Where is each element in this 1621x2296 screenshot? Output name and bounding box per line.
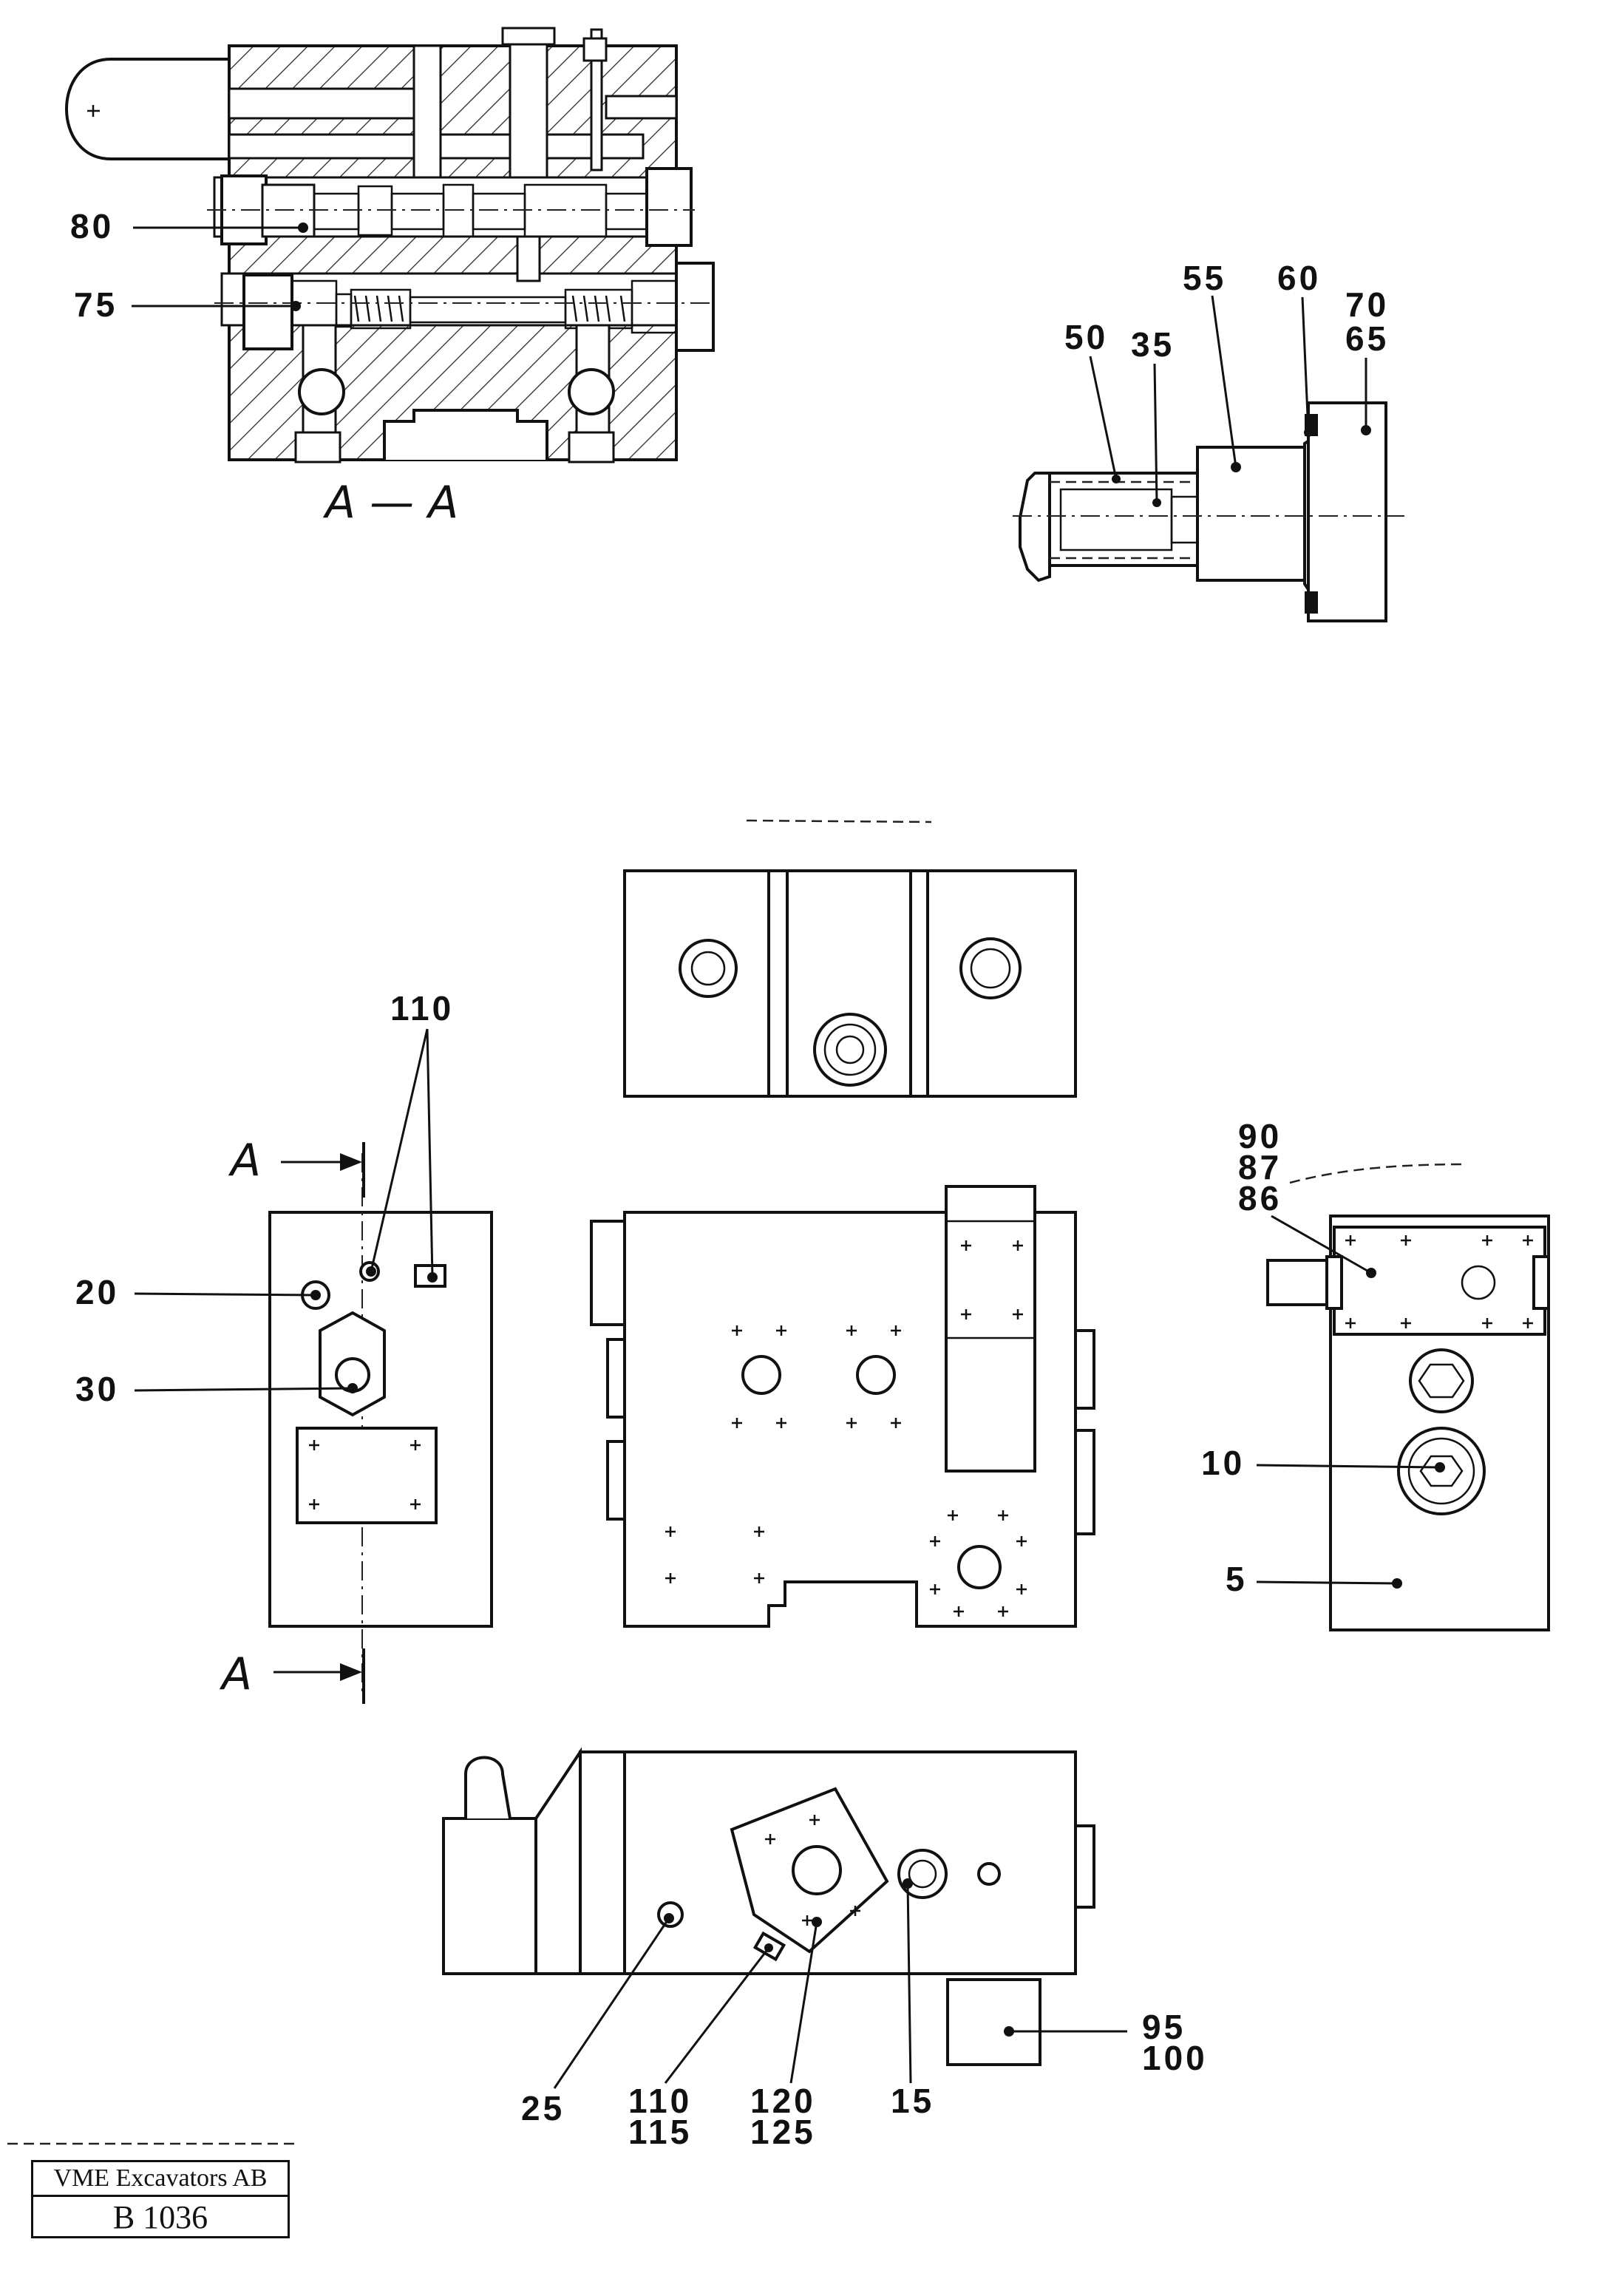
callout-10-label: 10 [1201, 1444, 1245, 1482]
callout-95-label: 95 [1142, 2008, 1186, 2046]
callout-90-label: 90 [1238, 1117, 1282, 1155]
callout-20-label: 20 [75, 1273, 119, 1311]
section-label: A — A [322, 477, 458, 529]
callout-30: 30 [75, 1370, 358, 1408]
callout-60-label: 60 [1277, 259, 1321, 297]
callout-5: 5 [1226, 1560, 1402, 1598]
callout-65-label: 65 [1345, 319, 1389, 358]
callout-100-label: 100 [1142, 2039, 1208, 2077]
callout-70-65: 70 65 [1345, 285, 1389, 435]
callout-110-top-label: 110 [390, 989, 454, 1028]
company-name: VME Excavators AB [33, 2162, 288, 2197]
drawing-number: B 1036 [112, 2199, 208, 2235]
left-side-view: A A [219, 1135, 493, 1704]
section-view-a-a: A — A [65, 27, 715, 529]
callout-80-label: 80 [70, 207, 114, 245]
callout-120-label: 120 [750, 2082, 816, 2120]
callout-120-125: 120 125 [750, 1917, 822, 2151]
callout-55: 55 [1183, 259, 1241, 472]
callout-110-115: 110 115 [628, 1943, 773, 2151]
callout-50-label: 50 [1064, 318, 1108, 356]
right-side-view [1266, 1163, 1550, 1631]
callout-15-label: 15 [891, 2082, 934, 2120]
callout-60: 60 [1277, 259, 1321, 437]
section-arrow-top-label: A [228, 1135, 261, 1186]
callout-110-bottom-label: 110 [628, 2082, 692, 2120]
callout-87-label: 87 [1238, 1148, 1282, 1186]
callout-25: 25 [521, 1913, 674, 2127]
callout-125-label: 125 [750, 2113, 816, 2151]
callout-80: 80 [70, 207, 308, 245]
callout-25-label: 25 [521, 2089, 565, 2127]
callout-70-label: 70 [1345, 285, 1389, 324]
top-view [623, 819, 1077, 1098]
relief-valve-detail [1013, 401, 1404, 622]
section-arrow-bottom-label: A [219, 1648, 252, 1700]
callout-30-label: 30 [75, 1370, 119, 1408]
title-block: VME Excavators AB B 1036 [31, 2160, 290, 2238]
callout-110-top: 110 [366, 989, 454, 1283]
callout-35-label: 35 [1131, 325, 1175, 364]
bottom-view [442, 1747, 1095, 2066]
callout-20: 20 [75, 1273, 321, 1311]
callout-15: 15 [891, 1878, 934, 2120]
callout-10: 10 [1201, 1444, 1445, 1482]
callout-5-label: 5 [1226, 1560, 1248, 1598]
callout-50: 50 [1064, 318, 1121, 483]
callout-75: 75 [74, 285, 301, 324]
callout-75-label: 75 [74, 285, 118, 324]
front-view [590, 1185, 1095, 1628]
callout-86-label: 86 [1238, 1179, 1282, 1217]
callout-35: 35 [1131, 325, 1175, 507]
callout-115-label: 115 [628, 2113, 692, 2151]
callout-90-87-86: 90 87 86 [1238, 1117, 1376, 1278]
callout-55-label: 55 [1183, 259, 1226, 297]
callout-95-100: 95 100 [1004, 2008, 1208, 2077]
